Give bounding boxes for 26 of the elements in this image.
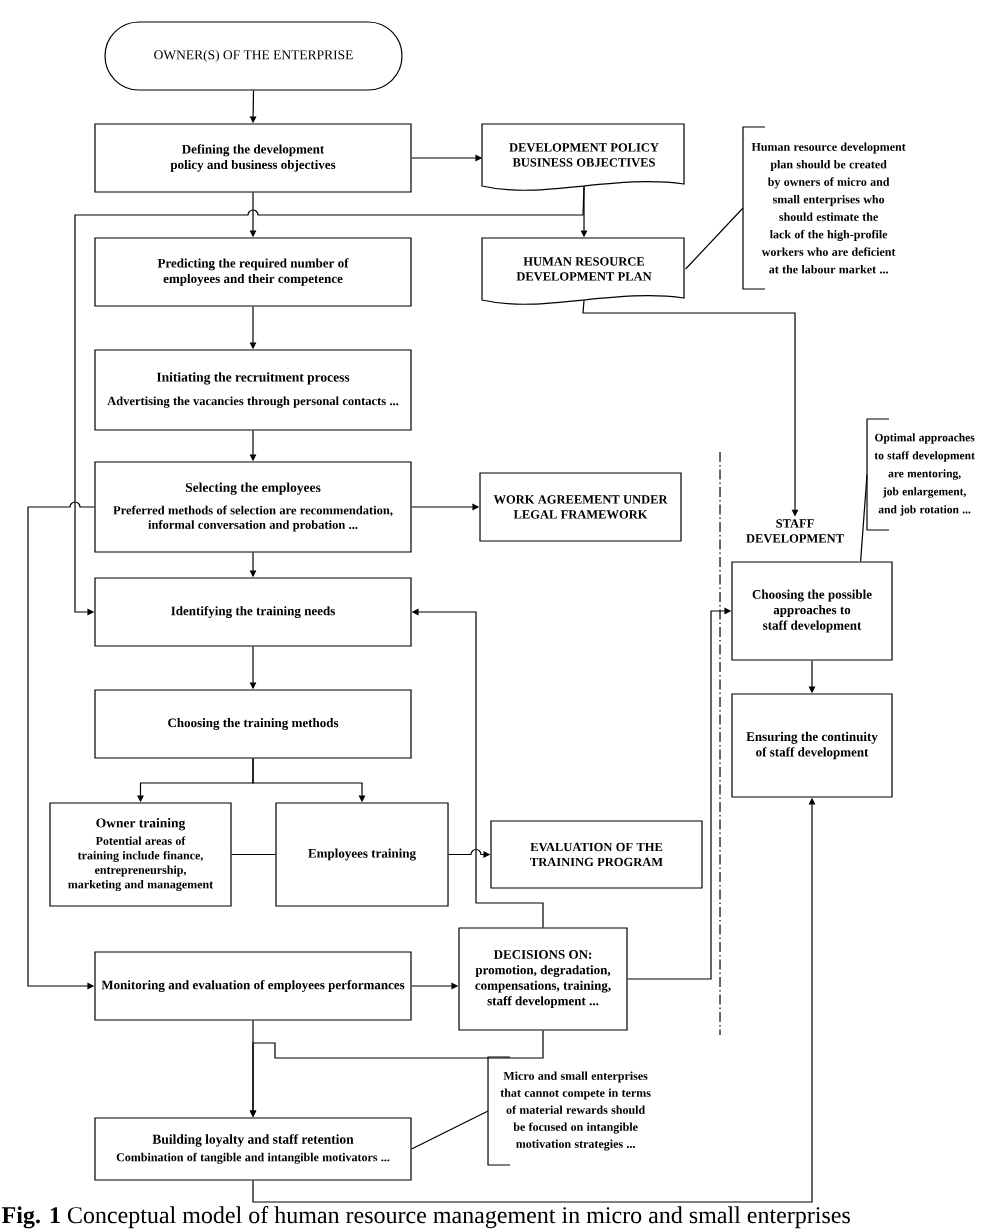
process-box: Building loyalty and staff retention Combination of tangible and intangible motivators ...	[94, 1117, 412, 1181]
process-box: Monitoring and evaluation of employees performances	[94, 951, 412, 1021]
process-box: Predicting the required number of employees and their competence	[94, 237, 412, 307]
process-box: Ensuring the continuity of staff development	[731, 693, 893, 798]
process-box: Defining the development policy and business objectives	[94, 123, 412, 193]
annotation-note: Micro and small enterprises that cannot compete in terms of material rewards should be focused on intangible motivation strategies ...	[487, 1056, 651, 1166]
figure-caption: Fig. 1 Conceptual model of human resource management in micro and small enterprises	[2, 1206, 850, 1229]
process-box: Choosing the training methods	[94, 689, 412, 759]
process-box: Initiating the recruitment process Advertising the vacancies through personal contacts ...	[94, 349, 412, 431]
process-box: EVALUATION OF THE TRAINING PROGRAM	[490, 820, 703, 889]
process-box: WORK AGREEMENT UNDER LEGAL FRAMEWORK	[479, 472, 682, 542]
arrow	[74, 186, 585, 616]
process-box: Identifying the training needs	[94, 577, 412, 647]
annotation-note: Optimal approaches to staff development are mentoring, job enlargement, and job rotation ...	[866, 418, 975, 531]
leader-line	[860, 473, 868, 562]
section-heading: STAFF DEVELOPMENT	[746, 519, 844, 543]
process-box: DECISIONS ON: promotion, degradation, compensations, training, staff development ...	[458, 927, 628, 1031]
process-box: Selecting the employees Preferred methods of selection are recommendation, informal conversation and probation ...	[94, 461, 412, 553]
process-box: Choosing the possible approaches to staff development	[731, 561, 893, 661]
arrow	[27, 501, 95, 990]
leader-line	[411, 1110, 489, 1150]
annotation-note: Human resource development plan should be created by owners of micro and small enterprises who should estimate the lack of the high-profile workers who are deficient at the labour market ...	[742, 126, 906, 290]
connector-line	[231, 853, 276, 856]
process-box: Owner training Potential areas of training include finance, entrepreneurship, marketing and management	[49, 802, 232, 907]
leader-line	[685, 207, 744, 270]
process-box: Employees training	[275, 802, 449, 907]
